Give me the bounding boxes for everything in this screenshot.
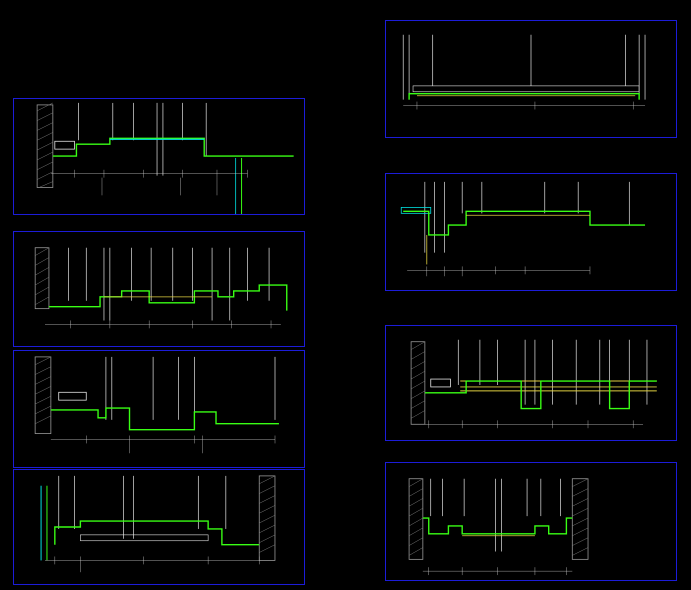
- concrete-wall: [36, 104, 54, 188]
- section-drawing-2: [34, 247, 288, 329]
- concrete-wall-right: [571, 478, 589, 560]
- dimension-lines: [50, 169, 248, 196]
- hanger-rods: [430, 478, 561, 552]
- dimension-lines: [407, 266, 591, 277]
- ceiling-board: [52, 137, 294, 157]
- section-drawing-1: [36, 102, 294, 214]
- ceiling-board: [50, 407, 279, 431]
- light-fixture: [58, 391, 87, 401]
- detail-frame-7: [385, 325, 677, 441]
- wall-hatch: [410, 341, 425, 419]
- section-drawing-3: [34, 356, 279, 454]
- section-drawing-6: [400, 181, 646, 277]
- wall-hatch: [35, 356, 51, 424]
- ceiling-board: [424, 380, 657, 410]
- wall-hatch-right: [572, 478, 589, 556]
- hanger-rods: [58, 475, 227, 539]
- beam-lines: [460, 380, 657, 392]
- dimension-lines: [44, 556, 260, 573]
- ceiling-panel: [412, 85, 640, 93]
- detail-frame-2: [13, 231, 305, 347]
- section-drawing-4: [40, 475, 276, 573]
- ceiling-board: [403, 210, 646, 236]
- detail-frame-5: [385, 20, 677, 138]
- ceiling-board: [422, 517, 573, 535]
- concrete-wall: [410, 341, 426, 425]
- concrete-wall-left: [408, 478, 424, 560]
- dimension-lines: [50, 435, 276, 454]
- ceiling-board: [48, 284, 288, 311]
- hanger-rods: [457, 339, 648, 405]
- dimension-lines: [44, 320, 281, 329]
- dimension-lines: [422, 567, 573, 576]
- detail-frame-4: [13, 469, 305, 585]
- detail-frame-1: [13, 98, 305, 215]
- dimension-lines: [424, 420, 644, 429]
- detail-frame-8: [385, 462, 677, 581]
- detail-frame-6: [385, 173, 677, 291]
- concrete-wall-right: [258, 475, 276, 561]
- ceiling-board: [408, 93, 640, 100]
- ceiling-board: [54, 520, 260, 546]
- light-fixture: [430, 378, 451, 388]
- dimension-lines: [403, 101, 646, 110]
- wall-hatch: [35, 247, 50, 305]
- hanger-rods: [105, 356, 276, 420]
- concrete-wall: [34, 247, 50, 310]
- detail-frame-3: [13, 350, 305, 468]
- light-fixture: [54, 140, 75, 150]
- recess-panel: [80, 534, 209, 542]
- hanger-rods: [68, 247, 270, 321]
- section-drawing-8: [408, 478, 589, 576]
- wall-hatch-right: [259, 475, 276, 553]
- hanger-rods: [424, 181, 630, 253]
- section-drawing-7: [410, 339, 657, 429]
- wall-hatch-left: [408, 478, 423, 556]
- hanger-rods: [402, 34, 646, 100]
- wall-hatch: [37, 102, 53, 188]
- curtain-track: [400, 207, 432, 214]
- concrete-wall: [34, 356, 52, 434]
- section-drawing-5: [402, 34, 646, 110]
